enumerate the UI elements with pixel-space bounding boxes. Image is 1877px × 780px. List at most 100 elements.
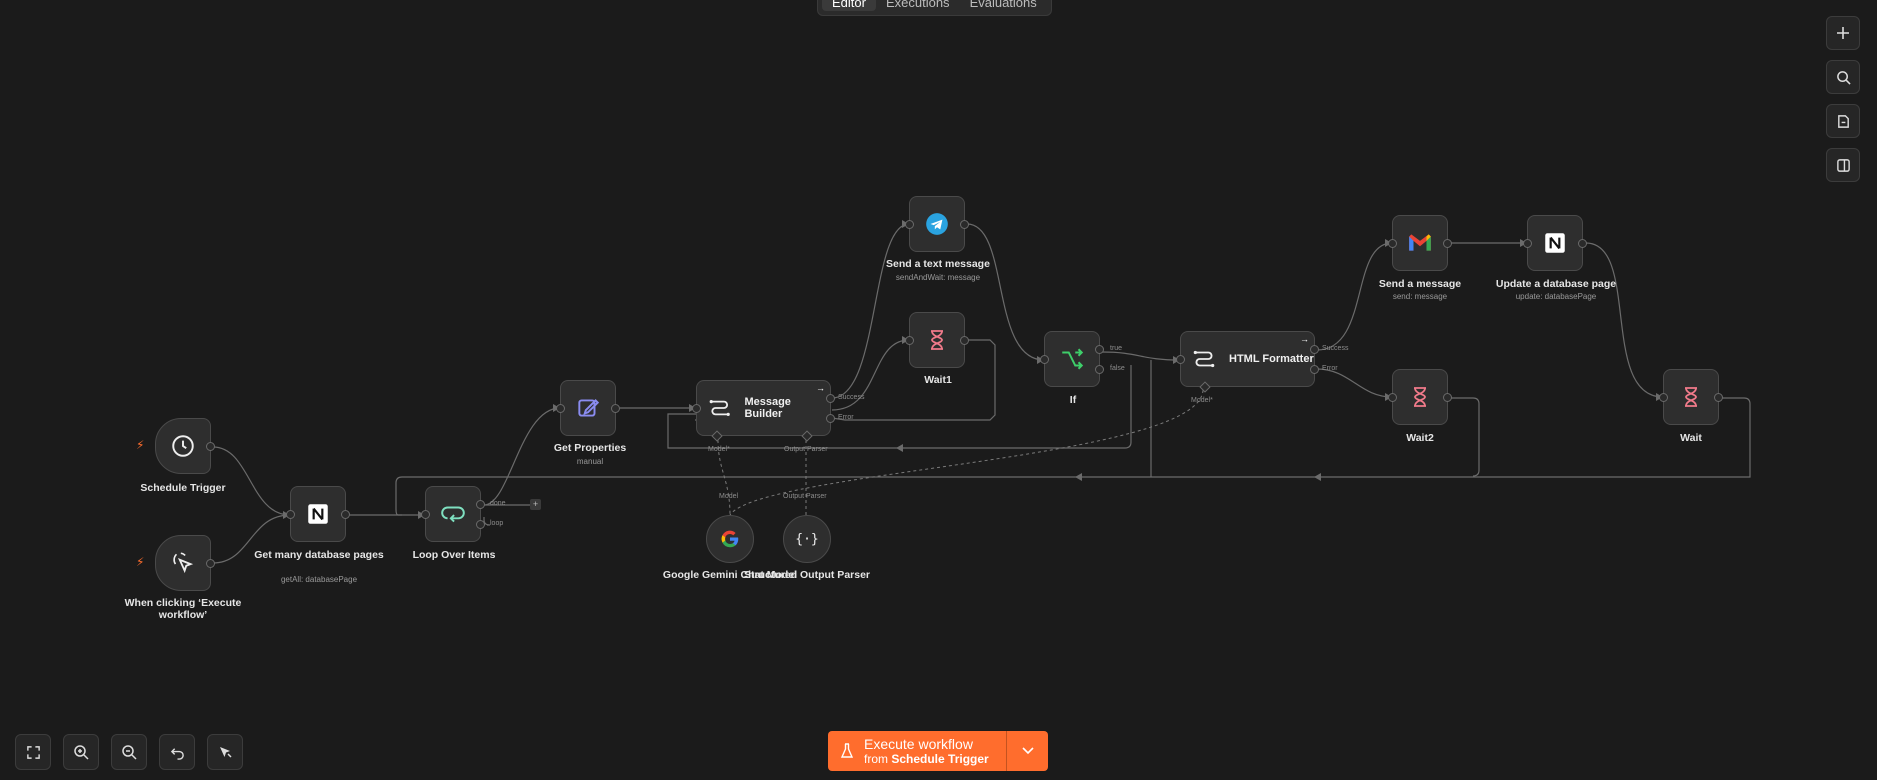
output-handle-success[interactable] [826, 394, 835, 403]
ai-agent-icon [1193, 350, 1215, 368]
output-handle-loop[interactable] [476, 520, 485, 529]
add-sticky-note-button[interactable] [1826, 104, 1860, 138]
node-get-properties[interactable] [556, 380, 620, 436]
connector-label-model: Model [719, 493, 739, 500]
zoom-in-button[interactable] [63, 734, 99, 770]
node-label: Update a database page [1495, 278, 1617, 290]
tidy-up-button[interactable] [207, 734, 243, 770]
input-handle[interactable] [286, 510, 295, 519]
node-label: Schedule Trigger [140, 482, 226, 494]
tab-editor[interactable]: Editor [822, 0, 876, 11]
output-handle[interactable] [611, 404, 620, 413]
telegram-icon [926, 213, 948, 235]
output-handle[interactable] [960, 220, 969, 229]
fit-view-button[interactable] [15, 734, 51, 770]
node-subtitle: sendAndWait: message [895, 273, 981, 282]
arrow-right-icon: → [1300, 334, 1309, 344]
node-html-formatter[interactable]: HTML Formatter → [1176, 331, 1319, 393]
undo-button[interactable] [159, 734, 195, 770]
input-handle[interactable] [1388, 239, 1397, 248]
output-handle-error[interactable] [1310, 365, 1319, 374]
execute-trigger-name: Schedule Trigger [891, 752, 989, 766]
input-handle[interactable] [556, 404, 565, 413]
node-get-many-database-pages[interactable] [286, 486, 350, 542]
input-handle[interactable] [1176, 355, 1185, 364]
tab-executions[interactable]: Executions [885, 0, 950, 10]
input-handle[interactable] [421, 510, 430, 519]
handle-label-success: Success [838, 394, 865, 401]
input-handle[interactable] [692, 404, 701, 413]
node-send-text-message[interactable] [905, 196, 969, 252]
fit-view-icon [26, 745, 40, 759]
node-schedule-trigger[interactable] [155, 418, 215, 474]
handle-label-true: true [1110, 345, 1123, 352]
arrow-right-icon: → [816, 383, 825, 393]
node-if[interactable] [1040, 331, 1104, 387]
input-handle[interactable] [1523, 239, 1532, 248]
execute-workflow-main[interactable]: Execute workflow from Schedule Trigger [828, 736, 1006, 766]
execute-options-dropdown[interactable] [1006, 731, 1048, 771]
output-handle-done[interactable] [476, 500, 485, 509]
view-tabs: Editor Executions Evaluations [817, 0, 1052, 16]
node-wait[interactable] [1659, 369, 1723, 425]
connector-label-model: Model* [708, 446, 730, 453]
execute-from-prefix: from [864, 752, 888, 766]
search-nodes-button[interactable] [1826, 60, 1860, 94]
input-handle[interactable] [1659, 393, 1668, 402]
output-handle[interactable] [1443, 393, 1452, 402]
node-manual-trigger[interactable] [155, 535, 215, 591]
output-handle[interactable] [1714, 393, 1723, 402]
output-handle-true[interactable] [1095, 345, 1104, 354]
output-handle-error[interactable] [826, 414, 835, 423]
input-handle[interactable] [1040, 355, 1049, 364]
node-label: If [1069, 394, 1077, 406]
trigger-bolt-icon: ⚡ [136, 555, 145, 569]
search-icon [1836, 70, 1851, 85]
node-label: HTML Formatter [1229, 353, 1314, 365]
input-handle[interactable] [1388, 393, 1397, 402]
output-handle[interactable] [960, 336, 969, 345]
output-handle-success[interactable] [1310, 345, 1319, 354]
add-node-panel-button[interactable] [1826, 16, 1860, 50]
flask-icon [840, 743, 854, 758]
node-label: Wait1 [924, 374, 952, 386]
output-handle[interactable] [1578, 239, 1587, 248]
output-handle[interactable] [206, 442, 215, 451]
add-node-button[interactable]: + [530, 499, 541, 510]
node-label: Wait2 [1406, 432, 1434, 444]
input-handle[interactable] [905, 220, 914, 229]
node-subtitle: manual [576, 457, 604, 466]
output-handle[interactable] [341, 510, 350, 519]
node-update-database-page[interactable] [1523, 215, 1587, 271]
output-handle[interactable] [206, 559, 215, 568]
gmail-icon [1409, 234, 1431, 251]
node-wait1[interactable] [905, 312, 969, 368]
zoom-out-button[interactable] [111, 734, 147, 770]
input-handle[interactable] [905, 336, 914, 345]
node-structured-output-parser[interactable]: {·} [783, 515, 831, 563]
node-google-gemini-chat-model[interactable] [706, 515, 754, 563]
handle-label-done: done [490, 500, 506, 507]
google-icon [721, 530, 739, 548]
zoom-out-icon [122, 745, 137, 760]
execute-from: from Schedule Trigger [864, 752, 989, 766]
execute-workflow-button[interactable]: Execute workflow from Schedule Trigger [828, 731, 1048, 771]
node-send-a-message[interactable] [1388, 215, 1452, 271]
node-wait2[interactable] [1388, 369, 1452, 425]
connector-label-model: Model* [1191, 397, 1213, 404]
zoom-in-icon [74, 745, 89, 760]
output-handle[interactable] [1443, 239, 1452, 248]
node-label: Wait [1680, 432, 1702, 444]
hourglass-icon [1414, 387, 1426, 407]
chevron-down-icon [1021, 747, 1034, 755]
trigger-bolt-icon: ⚡ [136, 438, 145, 452]
output-handle-false[interactable] [1095, 365, 1104, 374]
node-message-builder[interactable]: Message Builder → [692, 380, 835, 442]
node-subtitle: getAll: databasePage [280, 575, 358, 584]
edit-pen-icon [578, 399, 600, 417]
handle-label-error: Error [838, 414, 854, 421]
tab-evaluations[interactable]: Evaluations [969, 0, 1037, 10]
toggle-panel-button[interactable] [1826, 148, 1860, 182]
pointer-click-icon [173, 552, 194, 574]
node-loop-over-items[interactable] [421, 486, 485, 542]
